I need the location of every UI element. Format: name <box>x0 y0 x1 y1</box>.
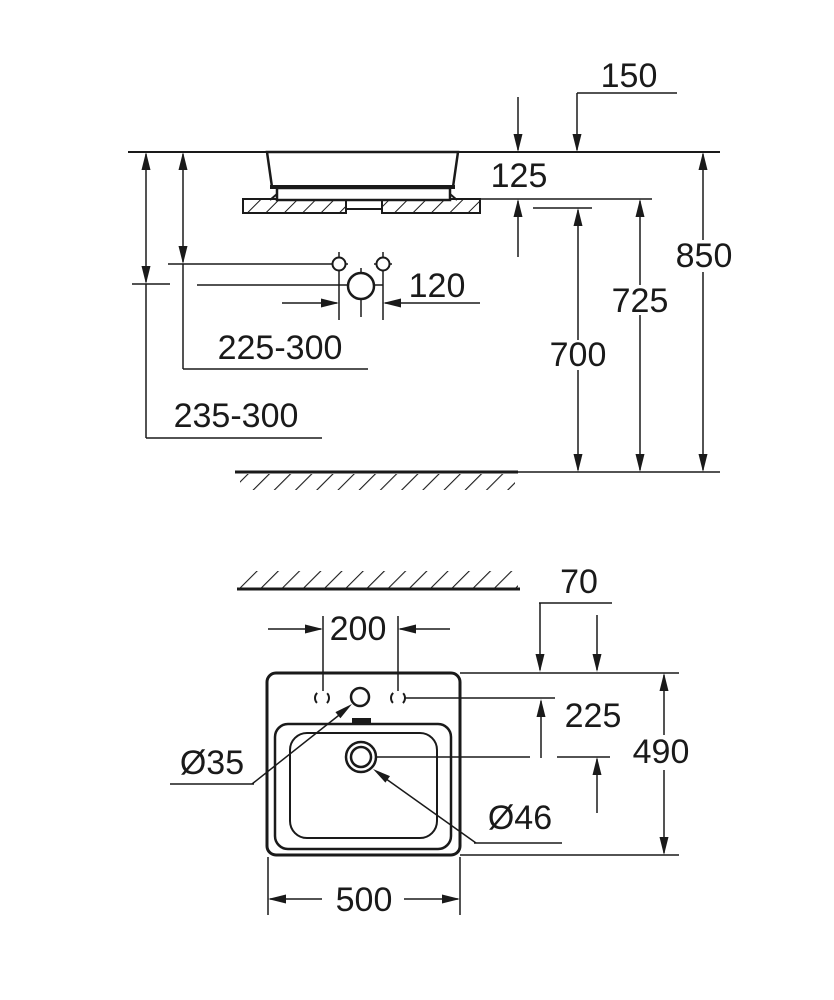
label-490: 490 <box>633 733 690 771</box>
side-elevation-view <box>128 92 720 490</box>
supply-drain-symbols <box>168 252 392 320</box>
plan-view <box>170 571 679 915</box>
pedestal-foot-left <box>269 193 278 201</box>
dimension-labels: 150 125 850 725 700 120 225-300 235-300 … <box>174 57 733 919</box>
dimension-490 <box>659 673 669 855</box>
label-500: 500 <box>336 881 393 919</box>
dimension-70 <box>535 602 612 758</box>
label-700: 700 <box>550 336 607 374</box>
label-850: 850 <box>676 237 733 275</box>
dimension-120 <box>282 298 480 308</box>
label-dia35: Ø35 <box>180 744 244 782</box>
center-tap-hole <box>349 686 371 708</box>
label-225: 225 <box>565 697 622 735</box>
label-200: 200 <box>330 610 387 648</box>
label-70: 70 <box>560 563 598 601</box>
label-225-300: 225-300 <box>218 329 343 367</box>
dimension-225-300 <box>178 152 368 370</box>
dimension-150 <box>572 92 677 152</box>
label-dia46: Ø46 <box>488 799 552 837</box>
dimension-850 <box>698 152 708 472</box>
dimension-200 <box>268 616 450 691</box>
basin-pedestal <box>275 186 452 202</box>
drain-inner-circle <box>349 745 373 769</box>
pedestal-foot-right <box>449 193 458 201</box>
label-120: 120 <box>409 267 466 305</box>
supply-connection-left <box>331 256 347 272</box>
wall-hatch <box>240 571 518 588</box>
leader-diameter-35 <box>170 704 352 785</box>
label-150: 150 <box>601 57 658 95</box>
dimension-725 <box>635 199 645 472</box>
label-235-300: 235-300 <box>174 397 299 435</box>
label-725: 725 <box>612 282 669 320</box>
dimension-500 <box>267 857 461 915</box>
dimension-225 <box>592 615 602 813</box>
leader-diameter-46 <box>373 769 562 844</box>
supply-connection-right <box>375 256 391 272</box>
waste-connection <box>346 271 376 301</box>
optional-tap-hole-left <box>314 690 330 706</box>
floor-hatch <box>240 474 515 490</box>
dimension-700 <box>573 208 583 472</box>
dimension-125 <box>513 97 523 257</box>
basin-bowl <box>289 732 438 839</box>
overflow-slot <box>352 718 371 725</box>
dimension-235-300 <box>132 152 322 439</box>
basin-side-profile <box>265 150 460 189</box>
label-125: 125 <box>491 157 548 195</box>
